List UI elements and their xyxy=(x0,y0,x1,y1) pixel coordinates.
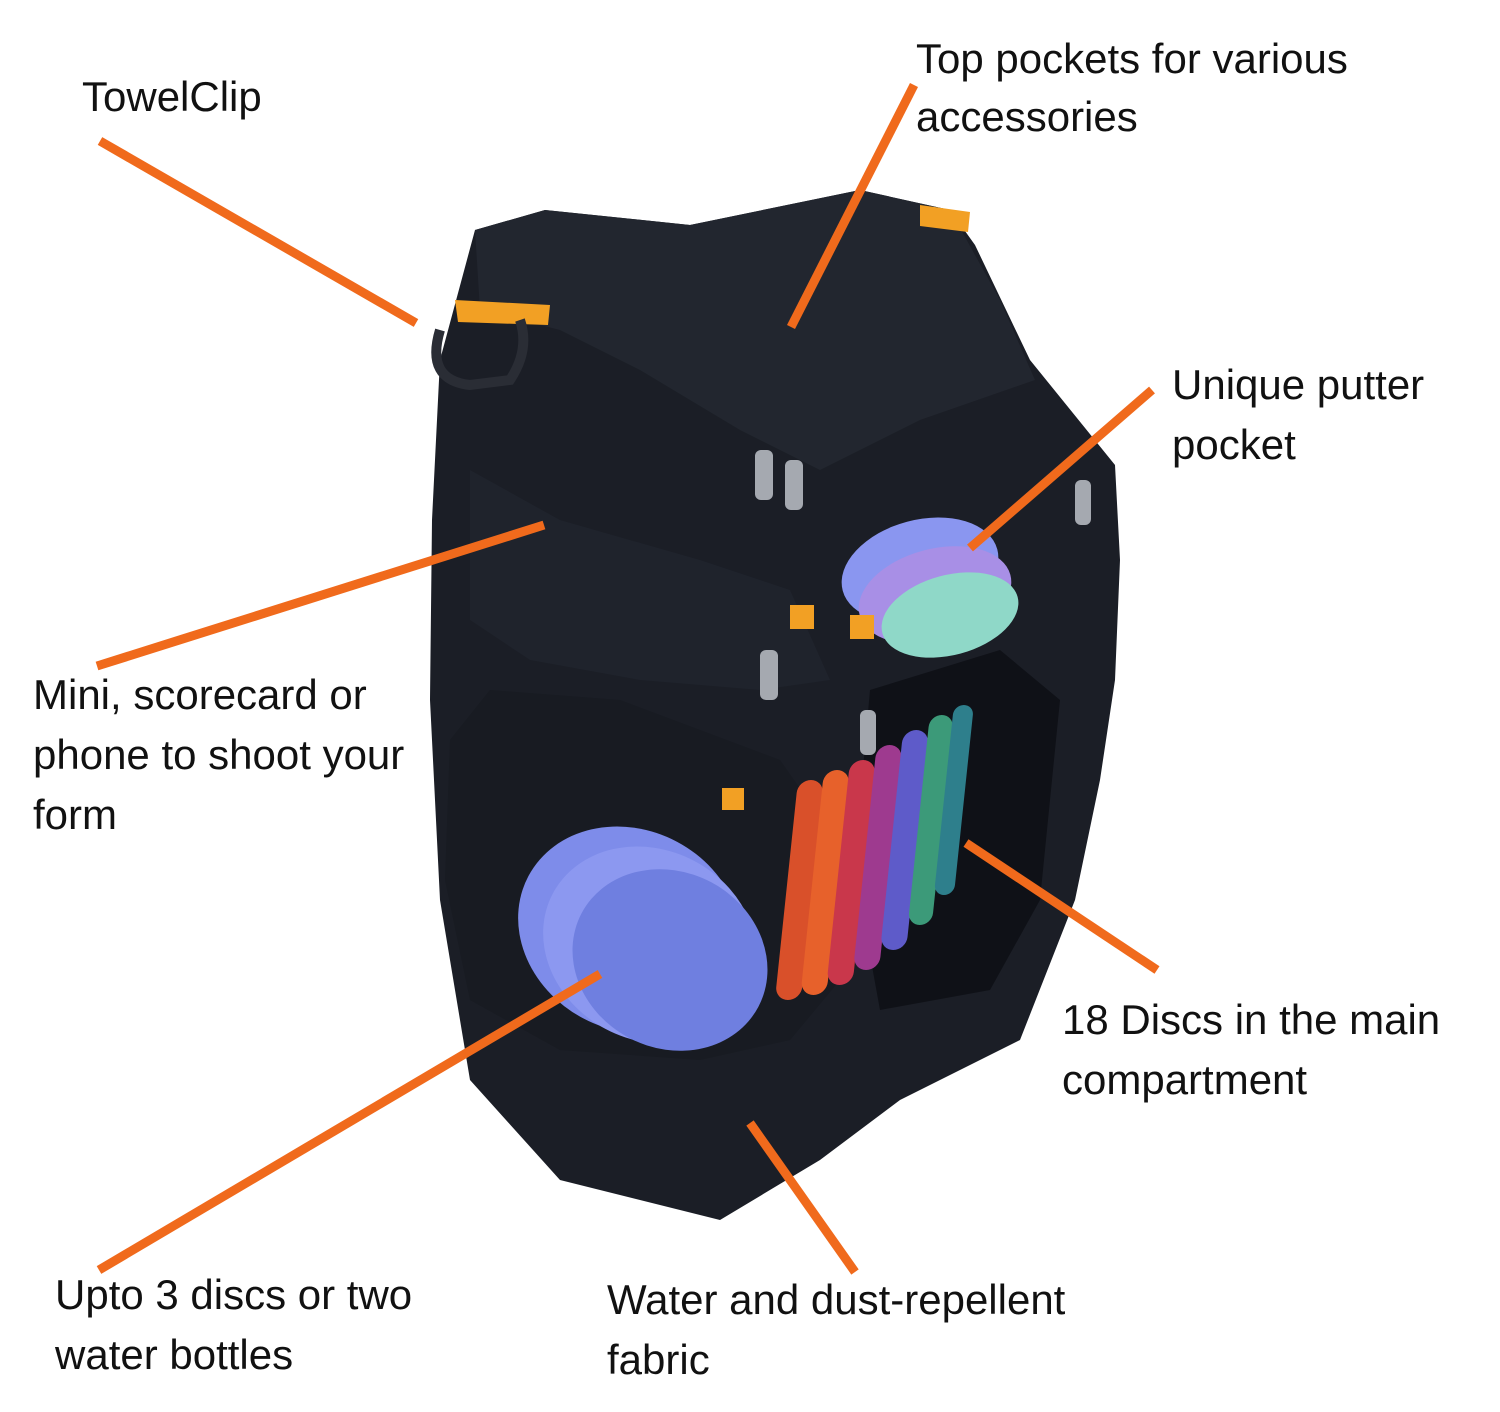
callout-towel-clip: TowelClip xyxy=(82,68,262,126)
main-disc xyxy=(827,760,875,985)
zipper-tag xyxy=(790,605,814,629)
main-disc xyxy=(801,770,849,995)
callout-mini-pocket-line-1: Mini, scorecard or xyxy=(33,671,367,718)
zipper-pull xyxy=(1075,480,1091,525)
callout-main-compartment-line-1: 18 Discs in the main xyxy=(1062,996,1441,1043)
top-lid xyxy=(475,190,1035,470)
leader-towel-clip xyxy=(97,137,419,327)
leader-lines xyxy=(95,82,1160,1275)
callout-side-pocket-line-2: water bottles xyxy=(55,1331,294,1378)
main-disc xyxy=(776,780,823,1000)
zipper-pull xyxy=(860,710,876,755)
zipper-pull xyxy=(755,450,773,500)
leader-fabric xyxy=(746,1120,859,1275)
callout-side-pocket-line-1: Upto 3 discs or two xyxy=(55,1271,413,1318)
callout-side-pocket: Upto 3 discs or two water bottles xyxy=(55,1265,412,1385)
leader-top-pockets xyxy=(786,82,919,330)
callout-fabric-line-1: Water and dust-repellent xyxy=(607,1276,1066,1323)
callout-towel-clip-line-1: TowelClip xyxy=(82,73,262,120)
callout-fabric-line-2: fabric xyxy=(607,1336,710,1383)
callout-top-pockets-line-2: accessories xyxy=(916,93,1138,140)
disc-golf-bag xyxy=(430,190,1120,1220)
zipper-pull xyxy=(760,650,778,700)
side-disc-3 xyxy=(572,869,768,1051)
leader-main-compartment xyxy=(963,839,1160,974)
zipper-pull xyxy=(785,460,803,510)
callout-mini-pocket: Mini, scorecard or phone to shoot your f… xyxy=(33,665,404,845)
main-disc xyxy=(854,745,902,970)
towel-clip-ring xyxy=(431,318,529,391)
leader-side-pocket xyxy=(96,970,603,1274)
main-disc xyxy=(934,705,973,895)
putter-disc-3 xyxy=(881,572,1019,658)
top-strap-right xyxy=(920,205,970,232)
main-disc xyxy=(908,715,953,925)
callout-top-pockets-line-1: Top pockets for various xyxy=(916,35,1348,82)
callout-main-compartment: 18 Discs in the main compartment xyxy=(1062,990,1440,1110)
leader-putter-pocket xyxy=(967,386,1155,552)
main-compartment-discs xyxy=(776,705,973,1000)
callout-main-compartment-line-2: compartment xyxy=(1062,1056,1308,1103)
mini-pocket-panel xyxy=(470,470,830,690)
callout-putter-pocket-line-1: Unique putter xyxy=(1172,361,1425,408)
leader-mini-pocket xyxy=(95,520,546,671)
callout-putter-pocket-line-2: pocket xyxy=(1172,421,1296,468)
callout-top-pockets: Top pockets for various accessories xyxy=(916,30,1348,146)
zipper-tag xyxy=(722,788,744,810)
zipper-tag xyxy=(850,615,874,639)
callout-putter-pocket: Unique putter pocket xyxy=(1172,355,1424,475)
callout-mini-pocket-line-3: form xyxy=(33,791,117,838)
callout-fabric: Water and dust-repellent fabric xyxy=(607,1270,1065,1390)
main-disc xyxy=(881,730,928,950)
callout-mini-pocket-line-2: phone to shoot your xyxy=(33,731,405,778)
top-strap-left xyxy=(455,300,550,325)
